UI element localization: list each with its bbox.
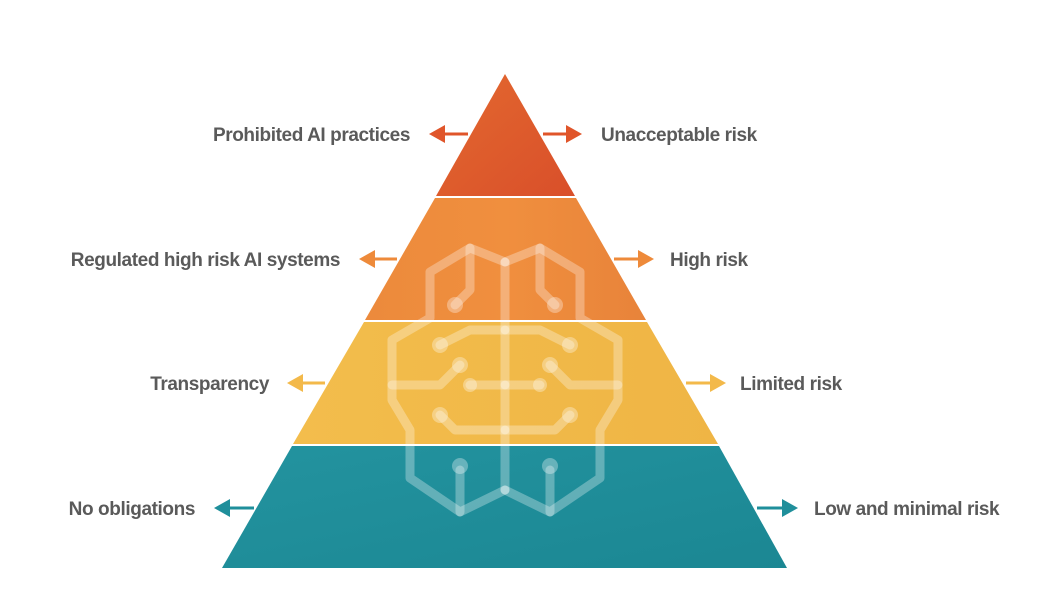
right-label-tier-1: High risk	[670, 250, 749, 271]
brain-circuit-icon	[387, 243, 623, 517]
left-label-tier-1: Regulated high risk AI systems	[71, 250, 340, 271]
right-label-tier-0: Unacceptable risk	[601, 125, 758, 146]
arrow-left-tier-1	[359, 250, 397, 268]
left-label-tier-0: Prohibited AI practices	[213, 125, 410, 146]
tier-limited-risk	[293, 322, 718, 444]
arrow-left-tier-0	[429, 125, 468, 143]
arrow-left-tier-3	[214, 499, 254, 517]
arrow-right-tier-3	[757, 499, 798, 517]
tier-unacceptable-risk	[436, 74, 575, 196]
right-label-tier-2: Limited risk	[740, 374, 843, 395]
brain-circuit-nodes	[432, 297, 578, 474]
tier-high-risk	[365, 198, 646, 320]
arrow-right-tier-2	[686, 374, 726, 392]
arrow-right-tier-0	[543, 125, 582, 143]
arrow-left-tier-2	[287, 374, 325, 392]
right-label-tier-3: Low and minimal risk	[814, 499, 1000, 520]
left-label-tier-2: Transparency	[150, 374, 270, 395]
arrow-right-tier-1	[614, 250, 654, 268]
left-label-tier-3: No obligations	[69, 499, 195, 520]
tier-low-risk	[222, 446, 787, 568]
